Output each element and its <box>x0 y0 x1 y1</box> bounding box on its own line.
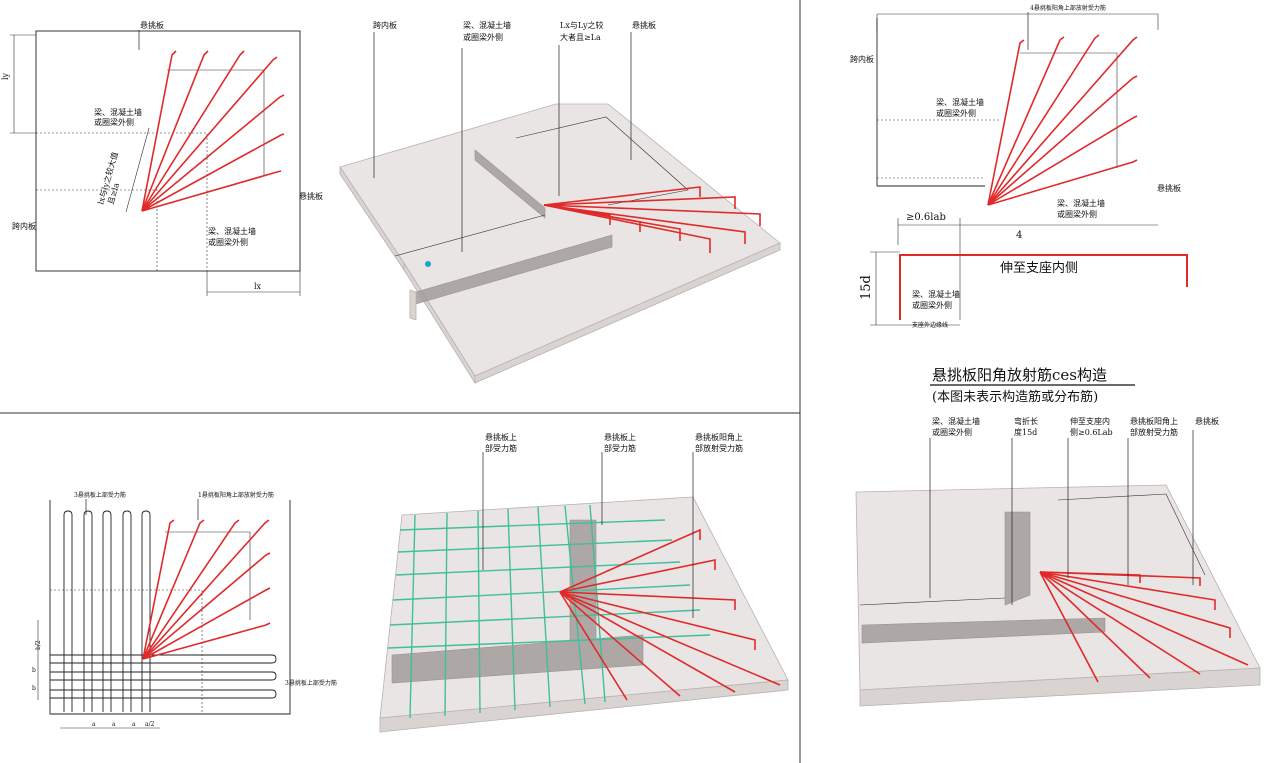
dim-a2: a/2 <box>145 721 155 728</box>
beam-label: 梁、混凝土墙 <box>94 107 142 117</box>
beam-label-tr-2: 或圈梁外侧 <box>936 108 976 118</box>
bm-label-1a: 悬挑板上 <box>485 432 517 442</box>
br-beam-2: 或圈梁外侧 <box>932 427 972 437</box>
cantilever-label-tm: 悬挑板 <box>632 20 656 30</box>
dim-a-2: a <box>112 721 116 728</box>
dim-a-3: a <box>132 721 136 728</box>
panel-plan-top-left: ly 悬挑板 梁、混凝土墙 或圈梁外侧 lx与ly之较大值 且≥la 悬挑板 跨… <box>1 20 323 296</box>
marker-dot <box>425 261 431 267</box>
panel-3d-bottom-middle: 悬挑板上 部受力筋 悬挑板上 部受力筋 悬挑板阳角上 部放射受力筋 <box>379 432 789 733</box>
beam-label-tr-b2: 或圈梁外侧 <box>1057 209 1097 219</box>
dim-b-1: b <box>32 667 36 674</box>
beam-label-2: 或圈梁外侧 <box>94 117 134 127</box>
15d-label: 15d <box>859 275 874 300</box>
beam-label-tr-b: 梁、混凝土墙 <box>1057 198 1105 208</box>
beam-label-b2: 或圈梁外侧 <box>208 237 248 247</box>
cantilever-label-tr: 悬挑板 <box>1157 183 1181 193</box>
panel-3d-bottom-right: 梁、混凝土墙 或圈梁外侧 弯折长 度15d 伸至支座内 侧≥0.6Lab 悬挑板… <box>855 416 1261 707</box>
br-bend-1: 弯折长 <box>1014 416 1038 426</box>
br-rad-2: 部放射受力筋 <box>1130 427 1178 437</box>
br-bend-2: 度15d <box>1014 427 1037 437</box>
radial-bars-tr <box>987 34 1138 206</box>
span-inner-label: 跨内板 <box>12 221 36 231</box>
beam-label-b: 梁、混凝土墙 <box>208 226 256 236</box>
br-beam-1: 梁、混凝土墙 <box>932 416 980 426</box>
radial-bars-tm <box>543 186 761 253</box>
span-inner-label-tm: 跨内板 <box>373 20 397 30</box>
figure-title-block: 悬挑板阳角放射筋ces构造 (本图未表示构造筋或分布筋) <box>930 366 1135 405</box>
horizontal-bars-bl <box>50 654 277 699</box>
radial-bars-bm <box>559 528 781 701</box>
dim-a-1: a <box>92 721 96 728</box>
vertical-bars-bl <box>63 510 151 712</box>
beam-label-tm-2: 或圈梁外侧 <box>463 32 503 42</box>
span-inner-label-tr: 跨内板 <box>850 54 874 64</box>
bm-label-1b: 部受力筋 <box>485 443 517 453</box>
section-bar <box>899 254 1188 320</box>
br-ext-1: 伸至支座内 <box>1070 416 1110 426</box>
ly-label: ly <box>1 72 10 80</box>
panel-plan-bottom-left: 3悬挑板上部受力筋 1悬挑板阳角上部放射受力筋 3悬挑板上部受力 <box>32 491 337 729</box>
cantilever-right-label: 悬挑板 <box>299 191 323 201</box>
bm-label-2a: 悬挑板上 <box>604 432 636 442</box>
lx-label: lx <box>254 282 262 291</box>
beam-label-tr: 梁、混凝土墙 <box>936 97 984 107</box>
beam-label-tr-c2: 或圈梁外侧 <box>912 300 952 310</box>
radial-bars-br <box>1039 571 1249 683</box>
right3-label: 3悬挑板上部受力筋 <box>285 679 337 687</box>
radial-bars-bl <box>142 519 271 660</box>
dim-b-2: b <box>32 685 36 692</box>
figure-title: 悬挑板阳角放射筋ces构造 <box>932 366 1107 384</box>
top1-label: 1悬挑板阳角上部放射受力筋 <box>198 491 274 499</box>
radial-label-tr: 4悬挑板阳角上部放射受力筋 <box>1030 4 1106 12</box>
extend-label: 伸至支座内侧 <box>1000 260 1078 276</box>
la-label-2: 大者且≥La <box>560 32 601 42</box>
br-rad-1: 悬挑板阳角上 <box>1130 416 1178 426</box>
bm-label-2b: 部受力筋 <box>604 443 636 453</box>
br-ext-2: 侧≥0.6Lab <box>1070 427 1113 437</box>
br-cant: 悬挑板 <box>1195 416 1219 426</box>
panel-3d-top-middle: 跨内板 梁、混凝土墙 或圈梁外侧 Lx与Ly之较 大者且≥La 悬挑板 <box>339 20 781 385</box>
cantilever-top-label: 悬挑板 <box>140 20 164 30</box>
support-edge-label: 支座外边缘线 <box>912 321 948 329</box>
beam-label-tm: 梁、混凝土墙 <box>463 20 511 30</box>
mesh-grid-bm <box>387 504 711 719</box>
lab-label: ≥0.6lab <box>906 212 946 223</box>
beam-label-tr-c: 梁、混凝土墙 <box>912 289 960 299</box>
figure-subtitle: (本图未表示构造筋或分布筋) <box>932 389 1098 405</box>
panel-top-right: 4悬挑板阳角上部放射受力筋 跨内板 梁、混凝土墙 或圈梁外侧 悬挑板 梁、混凝土… <box>850 4 1188 329</box>
bm-label-3b: 部放射受力筋 <box>695 443 743 453</box>
top3-label: 3悬挑板上部受力筋 <box>74 491 126 499</box>
radial-bars-tl <box>141 50 285 212</box>
la-label-1: Lx与Ly之较 <box>560 20 604 30</box>
bm-label-3a: 悬挑板阳角上 <box>695 432 743 442</box>
dim-4-label: 4 <box>1016 230 1022 241</box>
dim-b2: b/2 <box>35 640 42 650</box>
